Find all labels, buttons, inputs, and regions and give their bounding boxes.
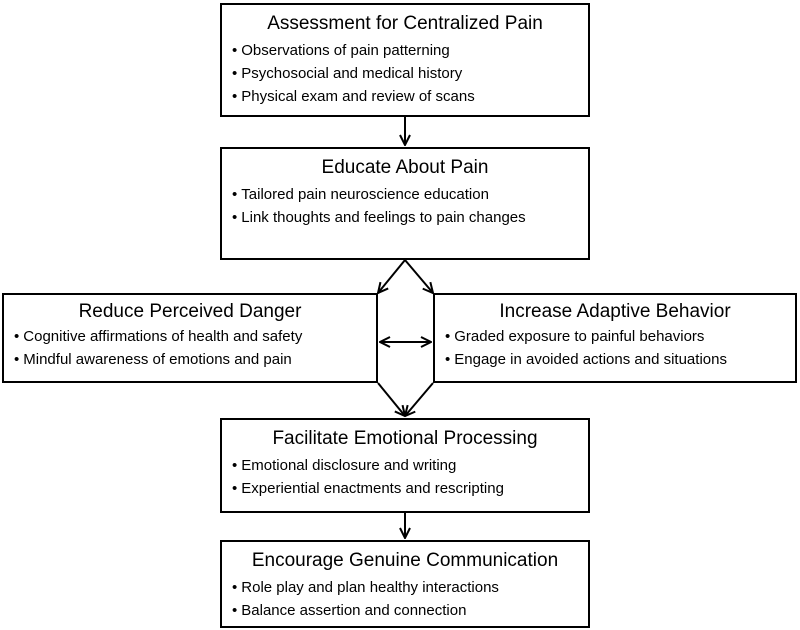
reduce-danger-list: Cognitive affirmations of health and saf…: [4, 325, 376, 371]
communication-box: Encourage Genuine Communication Role pla…: [220, 540, 590, 628]
emotional-processing-list: Emotional disclosure and writing Experie…: [222, 454, 588, 500]
assessment-box: Assessment for Centralized Pain Observat…: [220, 3, 590, 117]
adaptive-behavior-title: Increase Adaptive Behavior: [499, 301, 731, 322]
educate-list: Tailored pain neuroscience education Lin…: [222, 183, 588, 229]
reduce-danger-box: Reduce Perceived Danger Cognitive affirm…: [2, 293, 378, 383]
adaptive-behavior-box: Increase Adaptive Behavior Graded exposu…: [433, 293, 797, 383]
arrow-educate-to-adaptive: [404, 259, 433, 293]
assessment-title: Assessment for Centralized Pain: [267, 13, 543, 34]
reduce-danger-title: Reduce Perceived Danger: [78, 301, 302, 322]
list-item: Emotional disclosure and writing: [232, 454, 588, 477]
list-item: Mindful awareness of emotions and pain: [14, 348, 376, 371]
emotional-processing-title: Facilitate Emotional Processing: [272, 428, 538, 449]
list-item: Physical exam and review of scans: [232, 85, 588, 108]
emotional-processing-box: Facilitate Emotional Processing Emotiona…: [220, 418, 590, 513]
list-item: Experiential enactments and rescripting: [232, 477, 588, 500]
educate-box: Educate About Pain Tailored pain neurosc…: [220, 147, 590, 260]
list-item: Psychosocial and medical history: [232, 62, 588, 85]
adaptive-behavior-list: Graded exposure to painful behaviors Eng…: [435, 325, 795, 371]
list-item: Tailored pain neuroscience education: [232, 183, 588, 206]
list-item: Balance assertion and connection: [232, 599, 588, 622]
list-item: Link thoughts and feelings to pain chang…: [232, 206, 588, 229]
list-item: Observations of pain patterning: [232, 39, 588, 62]
communication-list: Role play and plan healthy interactions …: [222, 576, 588, 622]
list-item: Role play and plan healthy interactions: [232, 576, 588, 599]
list-item: Cognitive affirmations of health and saf…: [14, 325, 376, 348]
arrow-adaptive-to-emotional: [405, 382, 434, 416]
list-item: Engage in avoided actions and situations: [445, 348, 795, 371]
educate-title: Educate About Pain: [321, 157, 489, 178]
arrow-educate-to-danger: [378, 259, 406, 293]
assessment-list: Observations of pain patterning Psychoso…: [222, 39, 588, 108]
arrow-danger-to-emotional: [377, 382, 405, 416]
list-item: Graded exposure to painful behaviors: [445, 325, 795, 348]
communication-title: Encourage Genuine Communication: [251, 550, 559, 571]
